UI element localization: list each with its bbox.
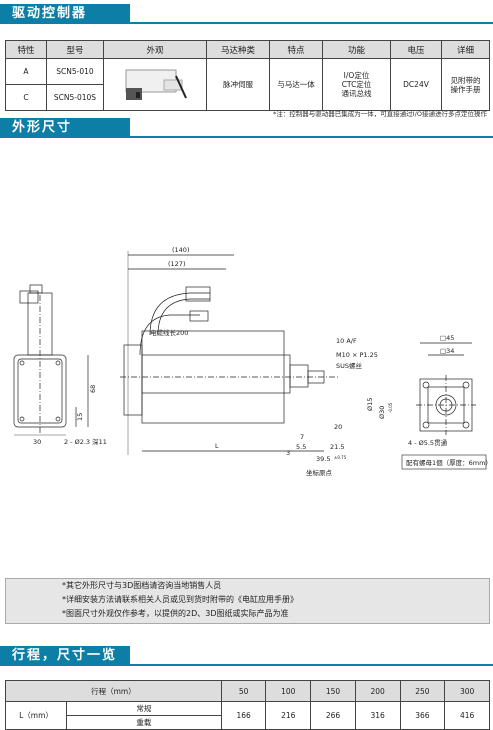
length-cell: 366 — [399, 701, 446, 730]
function-line: I/O定位 — [343, 71, 370, 80]
spec-header-row: 特性 型号 外观 马达种类 特点 功能 电压 详细 — [5, 40, 490, 59]
header-cell: 特性 — [5, 40, 47, 59]
stroke-head-label: 行程（mm） — [5, 680, 222, 702]
holes-label: 4 - Ø5.5贯通 — [408, 438, 448, 447]
dim-30: 30 — [33, 438, 41, 446]
spec-note: *注：控制器与驱动器已集成为一体，可直接通过I/O接通进行多点定位操作 — [273, 110, 487, 118]
stroke-cell: 150 — [310, 680, 356, 702]
sub-label: 重载 — [66, 715, 222, 730]
header-cell: 外观 — [103, 40, 207, 59]
note-line: *详细安装方法请联系相关人员或见到货时附带的《电缸应用手册》 — [62, 595, 298, 604]
section-title: 行程，尺寸一览表 — [0, 646, 130, 683]
note-line: *图面尺寸外观仅作参考，以提供的2D、3D图纸或实际产品为准 — [62, 609, 289, 618]
section-controller-header: 驱动控制器 — [0, 4, 493, 26]
function-line: CTC定位 — [341, 80, 372, 89]
dim-sq34: □34 — [440, 347, 454, 355]
detail-line: 见附带的 — [450, 75, 481, 85]
actuator-photo — [125, 69, 187, 100]
cable-label: 电缆线长200 — [150, 328, 188, 337]
char-cell: A — [5, 58, 47, 85]
table-row: C SCN5-010S — [5, 84, 490, 111]
section-title: 外形尺寸 — [0, 118, 130, 138]
label-10af: 10 A/F — [336, 337, 357, 345]
hole-label: 2 - Ø2.3 深11 — [64, 437, 107, 446]
section-title: 驱动控制器 — [0, 4, 130, 24]
notes-box: *其它外形尺寸与3D图档请咨询当地销售人员 *详细安装方法请联系相关人员或见到货… — [5, 578, 490, 624]
dim-phi30: Ø30 — [378, 406, 386, 419]
model-cell: SCN5-010S — [46, 84, 104, 111]
dim-20: 20 — [334, 423, 342, 431]
length-cell: 166 — [220, 701, 267, 730]
detail-line: 操作手册 — [450, 84, 481, 94]
stroke-cell: 300 — [444, 680, 490, 702]
note-line: *其它外形尺寸与3D图档请咨询当地销售人员 — [62, 581, 222, 590]
stroke-cell: 50 — [220, 680, 267, 702]
char-cell: C — [5, 84, 47, 111]
length-cell: 416 — [444, 701, 490, 730]
section-dimensions-header: 外形尺寸 — [0, 118, 493, 140]
dim-3: 3 — [286, 449, 290, 457]
dimension-drawing: 68 15 30 2 - Ø2.3 深11 (140) (127) 电缆线长20… — [13, 246, 492, 477]
dim-39-5-tol: ±0.75 — [334, 455, 347, 460]
section-divider — [0, 664, 493, 666]
dim-phi15: Ø15 — [366, 398, 374, 411]
feature-cell: 与马达一体 — [269, 58, 323, 111]
stroke-table: 行程（mm） 50 100 150 200 250 300 L（mm） 常规 1… — [5, 680, 490, 730]
table-row: L（mm） 常规 166 216 266 316 366 416 — [5, 701, 490, 730]
length-cell: 266 — [310, 701, 356, 730]
dim-39-5: 39.5 — [316, 455, 330, 463]
motor-cell: 脉冲伺服 — [206, 58, 270, 111]
header-cell: 马达种类 — [206, 40, 270, 59]
dim-68: 68 — [89, 385, 97, 393]
header-cell: 功能 — [322, 40, 391, 59]
header-cell: 特点 — [269, 40, 323, 59]
stroke-cell: 250 — [399, 680, 446, 702]
sub-label: 常规 — [66, 701, 222, 716]
section-divider — [0, 22, 493, 24]
function-line: 通讯总线 — [341, 89, 372, 98]
header-cell: 详细 — [441, 40, 490, 59]
label-sus: SUS螺丝 — [336, 361, 363, 370]
nut-note: 配有螺母1個（厚度：6mm） — [406, 458, 492, 467]
origin-label: 坐标原点 — [306, 468, 333, 477]
section-divider — [0, 136, 493, 138]
dim-L: L — [215, 442, 219, 450]
length-cell: 216 — [265, 701, 312, 730]
front-view — [120, 251, 340, 455]
stroke-header-row: 行程（mm） 50 100 150 200 250 300 — [5, 680, 490, 702]
dim-5-5: 5.5 — [296, 443, 306, 451]
table-row: 重载 — [6, 715, 490, 730]
dim-15: 15 — [76, 413, 84, 421]
header-cell: 型号 — [46, 40, 104, 59]
function-cell: I/O定位 CTC定位 通讯总线 — [322, 58, 391, 111]
stroke-cell: 200 — [354, 680, 401, 702]
end-view — [416, 342, 476, 435]
dim-21-5: 21.5 — [330, 443, 344, 451]
label-thread: M10 × P1.25 — [336, 351, 378, 359]
dim-140: (140) — [172, 246, 189, 254]
model-cell: SCN5-010 — [46, 58, 104, 85]
dim-phi30-tol: -0.05 — [388, 402, 393, 413]
stroke-cell: 100 — [265, 680, 312, 702]
detail-cell: 见附带的 操作手册 — [441, 58, 490, 111]
spec-table: 特性 型号 外观 马达种类 特点 功能 电压 详细 A SCN5-010 脉冲伺… — [5, 40, 490, 111]
side-view — [13, 284, 67, 436]
section-stroke-header: 行程，尺寸一览表 — [0, 646, 493, 683]
dim-7: 7 — [300, 433, 304, 441]
dim-127: (127) — [168, 260, 185, 268]
length-cell: 316 — [354, 701, 401, 730]
table-row: A SCN5-010 脉冲伺服 与马达一体 I/O定位 CTC定位 通讯总线 D… — [5, 58, 490, 111]
product-image — [103, 58, 207, 111]
length-label: L（mm） — [5, 701, 67, 730]
voltage-cell: DC24V — [390, 58, 442, 111]
dim-sq45: □45 — [440, 334, 454, 342]
header-cell: 电压 — [390, 40, 442, 59]
